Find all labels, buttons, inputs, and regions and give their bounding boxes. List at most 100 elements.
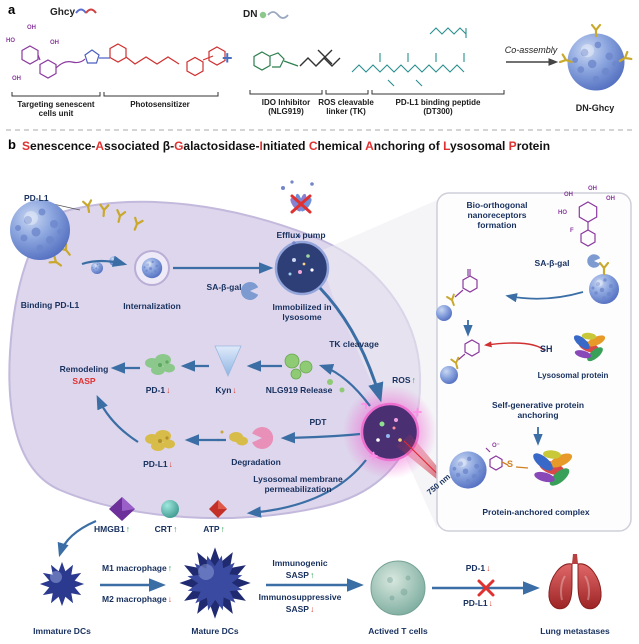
atom-label: F — [570, 228, 574, 234]
title-segment: A — [365, 139, 374, 153]
increase-icon: ↑ — [411, 375, 416, 385]
panel-a-structures — [6, 8, 633, 131]
anchored-complex-label: Protein-anchored complex — [482, 507, 590, 517]
inset-sa-b-gal-label: SA-β-gal — [534, 258, 570, 268]
title-segment: G — [174, 139, 184, 153]
hmgb1-icon — [109, 497, 135, 521]
unit-brackets — [11, 90, 505, 97]
immature-dc — [39, 561, 85, 607]
self-generative-label: Self-generative protein anchoring — [491, 400, 585, 421]
dn-ghcy-product-sphere — [558, 23, 633, 91]
mature-dc — [179, 547, 251, 619]
decrease-icon: ↓ — [309, 604, 315, 614]
atom-label: OH — [50, 40, 59, 46]
sh-label: SH — [540, 344, 553, 354]
glycan-structure — [21, 45, 86, 79]
hmgb1-label: HMGB1↑ — [94, 524, 130, 534]
nlg919-release-label: NLG919 Release — [265, 385, 333, 395]
efflux-blocked-cross-icon — [290, 194, 312, 214]
atom-label: OH — [606, 196, 615, 202]
dn-dot-icon — [259, 11, 267, 19]
ghcy-squiggle-icon — [75, 8, 87, 14]
t-cells-label: Actived T cells — [368, 626, 428, 636]
increase-icon: ↑ — [167, 563, 172, 573]
flow-arrows — [57, 255, 584, 595]
pd1-mid-label: PD-1↓ — [145, 385, 171, 395]
ghcy-label: Ghcy — [50, 7, 76, 18]
immunogenic-label: Immunogenic — [272, 558, 328, 568]
efflux-pump-icon — [281, 180, 314, 245]
kyn-label: Kyn↓ — [215, 385, 237, 395]
decrease-icon: ↓ — [166, 385, 171, 395]
increase-icon: ↑ — [309, 570, 315, 580]
decrease-icon: ↓ — [486, 563, 491, 573]
atp-label: ATP↑ — [203, 524, 225, 534]
m1-macrophage-label: M1 macrophage↑ — [102, 563, 172, 573]
pdl1-peptide-label: PD-L1 binding peptide (DT300) — [395, 98, 481, 117]
m2-macrophage-label: M2 macrophage↓ — [102, 594, 172, 604]
immunosuppressive-sasp-label: SASP↓ — [285, 604, 315, 614]
thiol-attack-arrow — [483, 341, 546, 352]
t-cell — [370, 560, 426, 616]
ido-inhibitor-label: IDO Inhibitor (NLG919) — [261, 98, 311, 117]
decrease-icon: ↓ — [167, 594, 172, 604]
thioether-bond — [501, 461, 529, 469]
crt-label: CRT↑ — [154, 524, 178, 534]
decrease-icon: ↓ — [488, 598, 493, 608]
title-segment: enescence- — [30, 139, 96, 153]
lung-metastases-label: Lung metastases — [540, 626, 610, 636]
atom-label: OH — [12, 76, 21, 82]
immobilized-label: Immobilized in lysosome — [272, 302, 332, 323]
atp-icon — [209, 500, 227, 518]
efflux-pump-label: Efflux pump — [276, 230, 326, 240]
decrease-icon: ↓ — [232, 385, 237, 395]
quinone-methide-structure — [454, 269, 478, 298]
lmp-label: Lysosomal membrane permeabilization — [253, 474, 343, 495]
pdl1-blocked-cross-icon — [477, 579, 495, 597]
title-segment: L — [443, 139, 450, 153]
increase-icon: ↑ — [220, 524, 225, 534]
triazole-linker — [84, 49, 110, 64]
dn-ghcy-nanoparticle — [10, 200, 70, 260]
inset-nanoparticle-start — [589, 274, 619, 304]
tk-cleavage-label: TK cleavage — [329, 339, 379, 349]
panel-b-title: Senescence-Associated β-Galactosidase-In… — [22, 139, 550, 153]
degradation-label: Degradation — [231, 457, 281, 467]
crt-icon — [161, 500, 179, 518]
nanoparticle-trail — [91, 262, 103, 274]
pdl1-mid-label: PD-L1↓ — [143, 459, 173, 469]
atom-label: HO — [6, 38, 15, 44]
sasp-label: SASP — [72, 376, 96, 386]
increase-icon: ↑ — [173, 524, 178, 534]
pdl1-bottom-label: PD-L1↓ — [463, 598, 493, 608]
anchoring-intermediate-structure — [457, 339, 480, 361]
nlg919-release-spheres — [284, 353, 345, 393]
atom-label: OH — [564, 192, 573, 198]
title-segment: S — [22, 139, 31, 153]
atom-label: HO — [558, 210, 567, 216]
remodeling-label: Remodeling — [59, 364, 109, 374]
inset-art — [436, 201, 619, 489]
inset-box — [436, 192, 632, 532]
title-segment: P — [508, 139, 517, 153]
title-segment: nchoring of — [373, 139, 444, 153]
nlg919-structure — [253, 51, 299, 71]
photosensitizer-label: Photosensitizer — [130, 100, 190, 109]
product-label: DN-Ghcy — [575, 103, 615, 113]
o-minus-label: O⁻ — [492, 443, 500, 449]
decrease-icon: ↓ — [168, 459, 173, 469]
pd1-bottom-label: PD-1↓ — [465, 563, 491, 573]
lysosome-immobilized — [274, 240, 330, 296]
title-segment: rotein — [516, 139, 551, 153]
mature-dcs-label: Mature DCs — [191, 626, 239, 636]
lysosomal-protein-label: Lysosomal protein — [537, 371, 609, 380]
increase-icon: ↑ — [125, 524, 130, 534]
panel-a-letter: a — [8, 2, 16, 17]
internalization-label: Internalization — [123, 301, 181, 311]
title-segment: I — [259, 139, 263, 153]
bio-orthogonal-label: Bio-orthogonal nanoreceptors formation — [466, 200, 528, 231]
title-segment: hemical — [317, 139, 366, 153]
galactose-structure — [578, 201, 598, 247]
